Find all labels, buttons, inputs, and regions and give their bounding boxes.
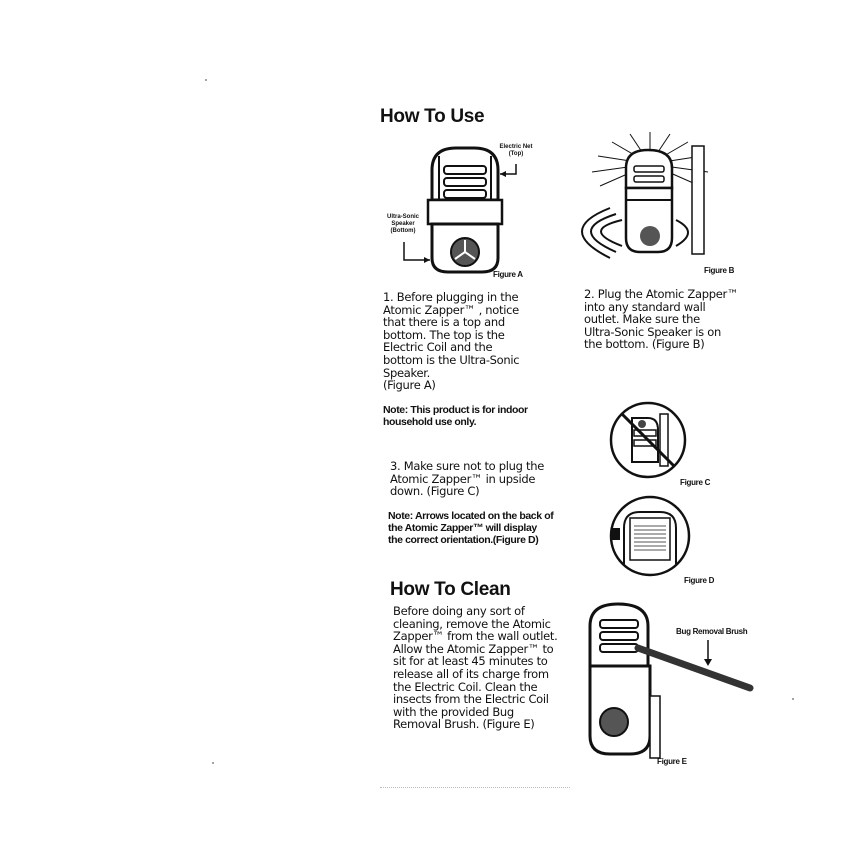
figure-b-drawing bbox=[581, 132, 709, 259]
how-to-clean-text: Before doing any sort of cleaning, remov… bbox=[393, 604, 558, 732]
figure-a-caption: Figure A bbox=[493, 270, 523, 279]
figure-a-label-top: Electric Net (Top) bbox=[499, 144, 533, 157]
note-indoor-use: Note: This product is for indoor househo… bbox=[383, 404, 528, 428]
figure-b-caption: Figure B bbox=[704, 266, 735, 275]
scan-speck bbox=[792, 698, 794, 700]
figure-e-brush-label: Bug Removal Brush bbox=[676, 627, 748, 636]
figure-c-caption: Figure C bbox=[680, 478, 711, 487]
figure-a-arrow-bottom bbox=[403, 242, 430, 263]
figure-a-label-bottom: Ultra-Sonic Speaker (Bottom) bbox=[386, 214, 419, 234]
figure-a-drawing bbox=[426, 146, 504, 274]
figure-e-drawing bbox=[588, 602, 754, 759]
step-1-text: 1. Before plugging in the Atomic Zapper™… bbox=[383, 290, 520, 393]
step-2-text: 2. Plug the Atomic Zapper™ into any stan… bbox=[584, 287, 739, 352]
how-to-use-heading: How To Use bbox=[380, 106, 485, 127]
figure-c-drawing bbox=[609, 401, 687, 479]
scan-speck bbox=[205, 79, 207, 81]
figure-a-arrow-top bbox=[500, 164, 517, 177]
scan-speck bbox=[212, 762, 214, 764]
step-3-text: 3. Make sure not to plug the Atomic Zapp… bbox=[390, 459, 544, 499]
figure-e-caption: Figure E bbox=[657, 757, 687, 766]
figure-d-drawing bbox=[609, 495, 691, 577]
figure-d-caption: Figure D bbox=[684, 576, 715, 585]
how-to-clean-heading: How To Clean bbox=[390, 579, 511, 600]
scan-edge-line bbox=[380, 787, 570, 788]
note-arrows-orientation: Note: Arrows located on the back of the … bbox=[388, 510, 554, 546]
